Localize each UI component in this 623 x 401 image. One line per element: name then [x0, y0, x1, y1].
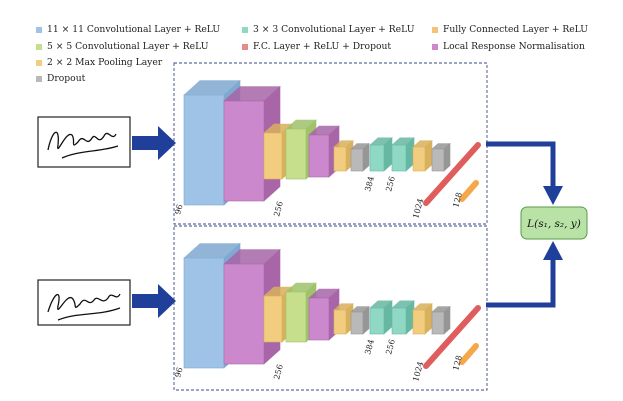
dropout-layer-1 [350, 142, 370, 172]
legend-swatch [432, 43, 438, 50]
dropout-layer-2 [431, 142, 451, 172]
legend-swatch [36, 43, 42, 50]
legend-label: Local Response Normalisation [443, 41, 585, 52]
fc-dropout-layer [423, 305, 481, 369]
legend-swatch [242, 26, 248, 33]
conv3-layer-2 [391, 137, 415, 172]
loss-function-box: L(s₁, s₂, y) [520, 206, 588, 240]
legend-item-conv5: 5 × 5 Convolutional Layer + ReLU [36, 41, 208, 52]
dim-label-128: 128 [451, 191, 464, 208]
legend-label: 3 × 3 Convolutional Layer + ReLU [253, 24, 415, 35]
dim-label-1024: 1024 [411, 198, 425, 220]
maxpool-layer-3 [412, 140, 433, 172]
legend-swatch [36, 75, 42, 82]
legend-label: 2 × 2 Max Pooling Layer [47, 57, 163, 68]
dim-label-256a: 256 [272, 363, 285, 380]
dim-label-96: 96 [173, 366, 184, 378]
signature-image-bottom [37, 279, 131, 326]
fc-layer [459, 343, 479, 365]
legend-swatch [36, 26, 42, 33]
input-arrow-top [132, 126, 176, 160]
dim-label-256b: 256 [384, 175, 397, 192]
dim-label-384: 384 [363, 175, 376, 192]
legend: 11 × 11 Convolutional Layer + ReLU 3 × 3… [36, 24, 606, 84]
dim-label-256b: 256 [384, 338, 397, 355]
branch-bottom: 96 256 384 256 1024 128 [173, 242, 481, 383]
loss-function-label: L(s₁, s₂, y) [526, 218, 581, 230]
legend-item-conv11: 11 × 11 Convolutional Layer + ReLU [36, 24, 220, 35]
output-arrow-top-head [543, 186, 563, 205]
legend-label: Dropout [47, 73, 86, 84]
branch-top: 96 256 384 256 1024 128 [173, 79, 481, 220]
legend-item-dropout: Dropout [36, 73, 85, 84]
signature-image-top [37, 116, 131, 168]
branch-box-bottom [173, 225, 488, 391]
legend-swatch [242, 43, 248, 50]
conv3-layer-1 [369, 300, 393, 335]
dim-label-96: 96 [173, 203, 184, 215]
conv3-layer-2 [391, 300, 415, 335]
legend-swatch [36, 59, 42, 66]
branch-box-top [173, 62, 488, 225]
legend-label: 5 × 5 Convolutional Layer + ReLU [47, 41, 209, 52]
input-arrow-bottom [132, 284, 176, 318]
dim-label-1024: 1024 [411, 361, 425, 383]
legend-label: Fully Connected Layer + ReLU [443, 24, 589, 35]
legend-item-fc: Fully Connected Layer + ReLU [432, 24, 588, 35]
legend-label: F.C. Layer + ReLU + Dropout [253, 41, 392, 52]
legend-item-lrn: Local Response Normalisation [432, 41, 585, 52]
maxpool-layer-2 [333, 303, 354, 335]
output-arrow-bottom [486, 258, 556, 308]
fc-layer [459, 180, 479, 202]
legend-item-conv3: 3 × 3 Convolutional Layer + ReLU [242, 24, 414, 35]
legend-item-pool: 2 × 2 Max Pooling Layer [36, 57, 162, 68]
fc-dropout-layer [423, 142, 481, 206]
legend-label: 11 × 11 Convolutional Layer + ReLU [47, 24, 221, 35]
maxpool-layer-3 [412, 303, 433, 335]
output-arrow-top [486, 141, 556, 188]
output-arrow-bottom-head [543, 241, 563, 260]
conv3-layer-1 [369, 137, 393, 172]
maxpool-layer-2 [333, 140, 354, 172]
dim-label-384: 384 [363, 338, 376, 355]
dropout-layer-2 [431, 305, 451, 335]
dim-label-128: 128 [451, 354, 464, 371]
dropout-layer-1 [350, 305, 370, 335]
dim-label-256a: 256 [272, 200, 285, 217]
legend-swatch [432, 26, 438, 33]
legend-item-fc-dropout: F.C. Layer + ReLU + Dropout [242, 41, 391, 52]
